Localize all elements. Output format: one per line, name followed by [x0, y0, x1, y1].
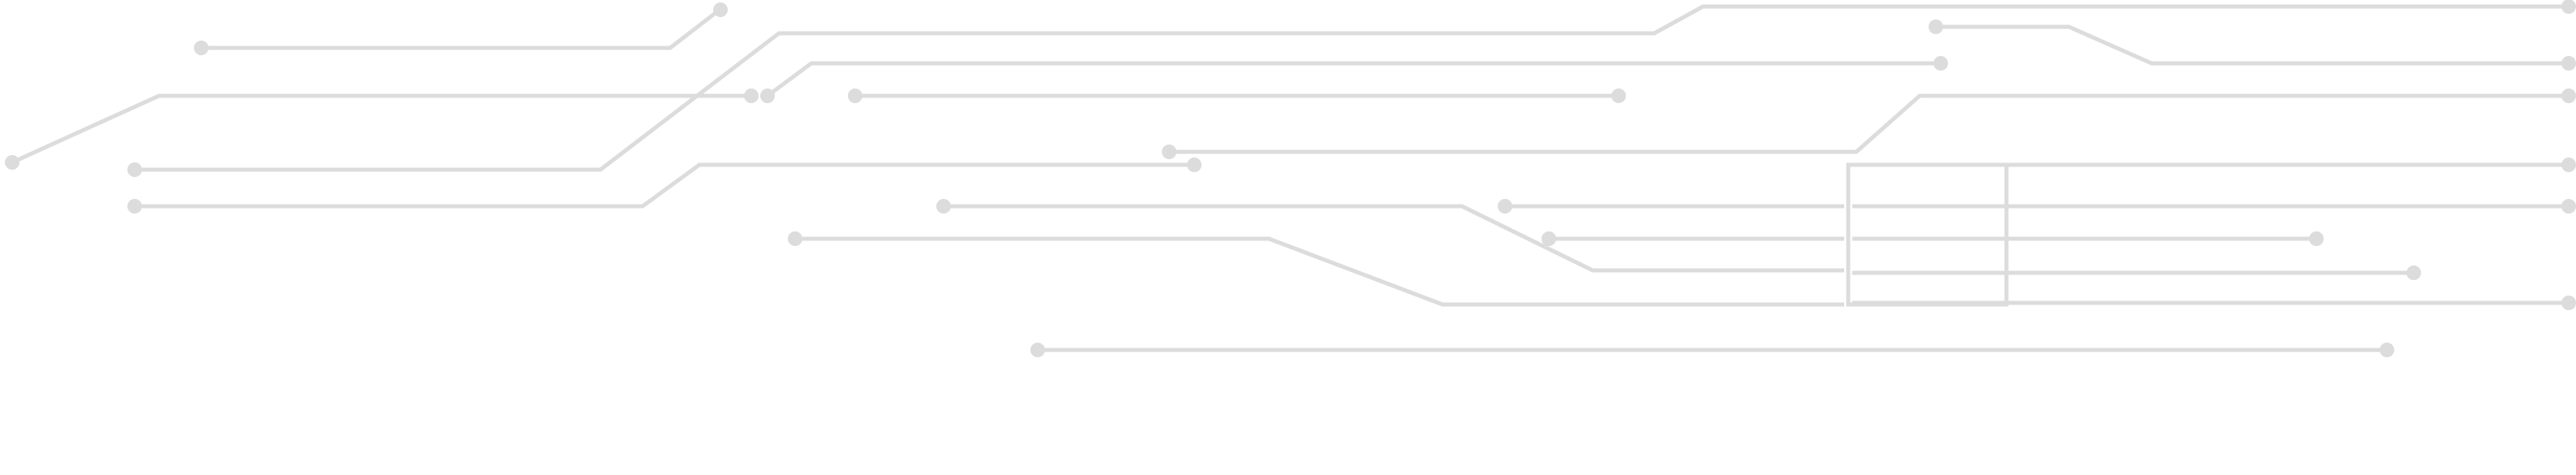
circuit-node	[2561, 0, 2576, 14]
circuit-node	[760, 89, 775, 103]
circuit-node	[713, 2, 728, 17]
circuit-node	[1187, 158, 1202, 172]
circuit-node	[1611, 89, 1626, 103]
circuit-node	[1030, 343, 1045, 357]
circuit-node	[194, 41, 209, 55]
circuit-trace	[944, 204, 1844, 273]
circuit-node	[127, 199, 142, 214]
circuit-trace	[795, 236, 1844, 307]
circuit-trace	[136, 4, 2569, 172]
circuit-node	[5, 155, 19, 170]
circuit-node	[2561, 158, 2576, 172]
circuit-node	[1162, 145, 1176, 159]
circuit-trace	[11, 93, 751, 165]
circuit-node	[744, 89, 759, 103]
circuit-node	[2561, 56, 2576, 71]
circuit-node	[1933, 56, 1948, 71]
circuit-trace	[1169, 93, 2569, 154]
circuit-node	[2561, 296, 2576, 310]
circuit-trace	[1936, 24, 2569, 66]
circuit-node	[848, 89, 862, 103]
circuit-node	[936, 199, 951, 214]
circuit-trace	[766, 61, 1941, 98]
circuit-node	[2561, 89, 2576, 103]
circuit-node	[2406, 266, 2421, 280]
circuit-node	[788, 231, 802, 246]
circuit-trace	[201, 8, 721, 50]
circuit-chip	[1846, 162, 2009, 307]
circuit-trace	[135, 162, 1194, 209]
circuit-node	[2309, 231, 2324, 246]
circuit-node	[127, 162, 142, 177]
circuit-node	[2561, 199, 2576, 214]
circuit-node	[1929, 19, 1943, 34]
circuit-node	[1542, 231, 1556, 246]
circuit-node	[2380, 343, 2394, 357]
circuit-node	[1498, 199, 1512, 214]
